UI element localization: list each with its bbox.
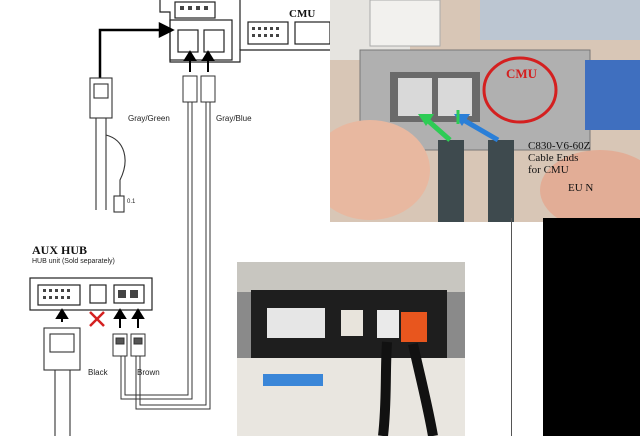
not-connected-cross: [89, 311, 105, 327]
lower-left-connector: [43, 327, 81, 436]
wire-label-black: Black: [88, 368, 108, 377]
cmu-unit: [159, 0, 341, 63]
small-label: 0.1: [127, 199, 136, 205]
caption-line-3: for CMU: [528, 164, 569, 176]
cmu-stamp-label: CMU: [506, 66, 538, 81]
caption-line-4: EU N: [568, 182, 594, 194]
caption-line-1: C830-V6-60Z: [528, 140, 591, 152]
left-harness-connector: [89, 77, 126, 213]
cmu-ports: [177, 29, 225, 53]
photo-cmu-cable-ends: CMU C830-V6-60Z Cable Ends for CMU EU N: [330, 0, 640, 222]
black-margin-panel: [543, 218, 640, 436]
black-brown-plugs: [112, 333, 146, 357]
wire-label-brown: Brown: [137, 368, 160, 377]
caption-line-2: Cable Ends: [528, 152, 579, 164]
aux-hub-pins: [43, 289, 138, 299]
photo-cmu-illustration: [330, 0, 640, 222]
photo-caption: C830-V6-60Z Cable Ends for CMU EU N: [528, 140, 638, 194]
aux-hub-title: AUX HUB: [32, 243, 88, 257]
divider-line: [511, 218, 512, 436]
cmu-connector-pins: [180, 6, 279, 37]
cmu-label: CMU: [289, 8, 316, 20]
up-arrows-cmu: [183, 50, 215, 72]
hub-unit-note: HUB unit (Sold separately): [32, 258, 115, 265]
aux-hub-unit: [29, 277, 153, 311]
up-arrows-hub: [55, 308, 145, 328]
gray-cables: [120, 75, 216, 410]
arrow-to-cmu: [98, 21, 175, 78]
photo-hub-illustration: [237, 262, 465, 436]
wire-label-gray-green: Gray/Green: [128, 114, 170, 123]
photo-aux-hub-connectors: [237, 262, 465, 436]
wire-label-gray-blue: Gray/Blue: [216, 114, 252, 123]
